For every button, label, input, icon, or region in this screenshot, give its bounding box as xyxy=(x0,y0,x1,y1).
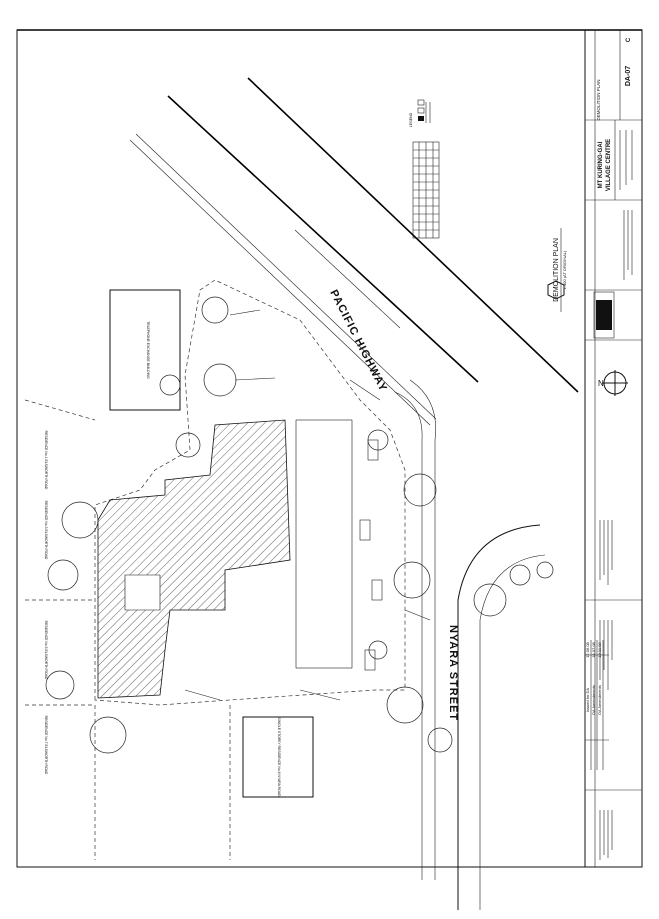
title-block: ALDI MT KURING-GAI VILLAGE CENTRE DEMOLI… xyxy=(584,30,642,867)
revision-date-c: 13.11.08 xyxy=(597,642,602,658)
legend: LEGEND xyxy=(409,99,431,127)
single-storey-residence xyxy=(242,716,314,798)
site-boundary xyxy=(94,279,406,706)
revision-letter: C xyxy=(626,37,632,42)
revision-date-b: 14.07.08 xyxy=(591,641,596,657)
fine-print xyxy=(599,130,633,860)
project-name-line1: MT KURING-GAI xyxy=(598,141,604,188)
pacific-highway-label: PACIFIC HIGHWAY xyxy=(327,288,389,394)
revision-date-a: 12.06.08 xyxy=(585,641,590,657)
revision-row-a: Issued for DA xyxy=(585,688,590,713)
central-building xyxy=(295,419,353,669)
north-arrow: N xyxy=(598,370,628,396)
client-name: ALDI xyxy=(601,310,607,322)
neighbour-boundaries xyxy=(24,399,231,860)
revision-row-c: DA Amendments xyxy=(597,685,602,715)
logo-mark xyxy=(596,300,612,330)
legend-title: LEGEND xyxy=(409,112,413,127)
revision-table: Issued for DA DA Amendments DA Amendment… xyxy=(584,640,609,770)
nyara-street: NYARA STREET xyxy=(394,379,546,910)
plan-title-block: DEMOLITION PLAN 1:400 (AT ORIGINAL) xyxy=(547,228,567,312)
drawing-title: DEMOLITION PLAN xyxy=(596,79,601,120)
telephone-exchange-label: TELEPHONE EXCHANGE BUILDING xyxy=(146,321,150,379)
revision-row-b: DA Amendments xyxy=(591,685,596,715)
telephone-exchange xyxy=(109,289,181,411)
schedule-table xyxy=(412,141,440,239)
pacific-highway: PACIFIC HIGHWAY xyxy=(129,77,579,426)
project-name-line2: VILLAGE CENTRE xyxy=(606,139,612,191)
nyara-street-label: NYARA STREET xyxy=(447,625,459,721)
residence-north-label: RESIDENCE No.1 ELSWORTH ROAD xyxy=(44,431,48,490)
residence-mid-label: RESIDENCE No.3 ELSWORTH ROAD xyxy=(44,501,48,560)
north-label: N xyxy=(598,379,604,388)
residence-south-label: RESIDENCE No.5 ELSWORTH ROAD xyxy=(44,621,48,680)
building-courtyard xyxy=(124,574,161,611)
single-storey-residence-label: SINGLE STOREY RESIDENCE No.8 NYARA ROAD xyxy=(277,718,281,797)
annotation-leaders xyxy=(184,309,431,701)
residence-far-label: RESIDENCE No.7 ELSWORTH ROAD xyxy=(44,716,48,775)
site-fixtures xyxy=(359,439,383,671)
client-logo xyxy=(593,291,615,339)
plan-scale: 1:400 (AT ORIGINAL) xyxy=(562,250,567,289)
plan-title: DEMOLITION PLAN xyxy=(553,238,560,302)
demolition-building xyxy=(97,419,291,699)
hexagon-marker xyxy=(547,280,565,300)
drawing-number: DA-07 xyxy=(625,66,632,86)
